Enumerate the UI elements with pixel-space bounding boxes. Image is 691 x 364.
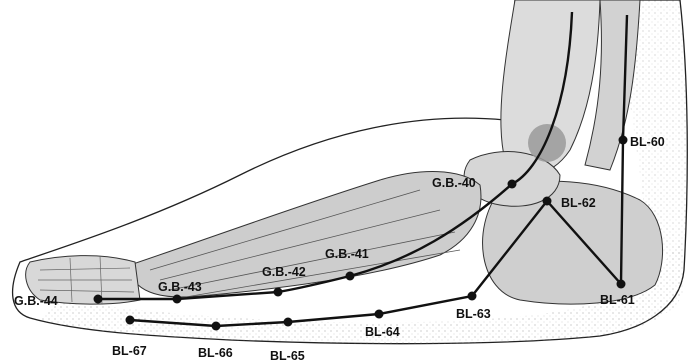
point-bl66 — [212, 322, 221, 331]
label-bl65: BL-65 — [270, 349, 305, 363]
point-gb43 — [173, 295, 182, 304]
label-bl67: BL-67 — [112, 344, 147, 358]
point-bl61 — [617, 280, 626, 289]
label-gb44: G.B.-44 — [14, 294, 58, 308]
point-bl62 — [543, 197, 552, 206]
point-bl64 — [375, 310, 384, 319]
label-gb40: G.B.-40 — [432, 176, 476, 190]
point-bl67 — [126, 316, 135, 325]
point-bl63 — [468, 292, 477, 301]
label-gb43: G.B.-43 — [158, 280, 202, 294]
label-bl62: BL-62 — [561, 196, 596, 210]
point-bl65 — [284, 318, 293, 327]
point-gb40 — [508, 180, 517, 189]
label-bl64: BL-64 — [365, 325, 400, 339]
label-bl61: BL-61 — [600, 293, 635, 307]
point-bl60 — [619, 136, 628, 145]
label-bl60: BL-60 — [630, 135, 665, 149]
point-gb44 — [94, 295, 103, 304]
lateral-malleolus-marker — [528, 124, 566, 162]
point-gb42 — [274, 288, 283, 297]
point-gb41 — [346, 272, 355, 281]
label-gb41: G.B.-41 — [325, 247, 369, 261]
label-bl66: BL-66 — [198, 346, 233, 360]
label-gb42: G.B.-42 — [262, 265, 306, 279]
label-bl63: BL-63 — [456, 307, 491, 321]
